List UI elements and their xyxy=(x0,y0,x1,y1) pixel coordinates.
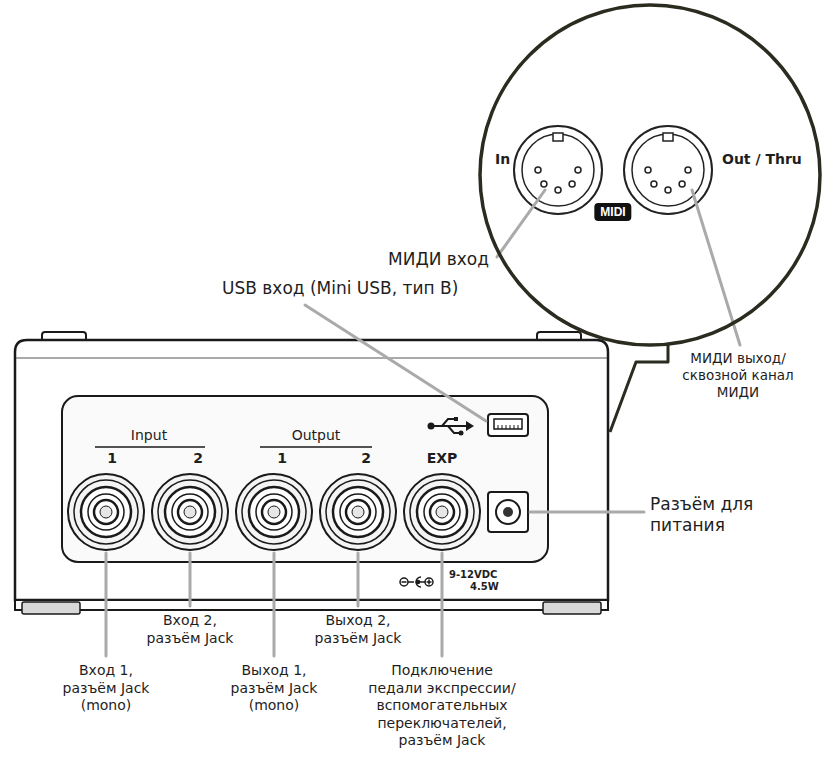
jack-socket xyxy=(152,474,228,550)
leader-line xyxy=(273,553,276,656)
leader-line xyxy=(357,553,360,606)
port-number: 2 xyxy=(193,450,203,467)
jack-socket xyxy=(236,474,312,550)
power-rating: 9-12VDC xyxy=(449,569,497,581)
callout-label: МИДИ выход/ сквозной канал МИДИ xyxy=(673,350,803,401)
din-socket xyxy=(514,126,602,214)
badge-text: MIDI xyxy=(600,205,625,219)
leader-line xyxy=(189,553,192,606)
power-socket xyxy=(488,492,528,532)
housing-base xyxy=(15,600,608,610)
group-underline xyxy=(95,446,205,448)
zoom-circle: In Out / ThruMIDI xyxy=(478,3,822,347)
callout-label: USB вход (Mini USB, тип B) xyxy=(222,278,458,299)
group-name: Input xyxy=(131,427,167,444)
group-underline xyxy=(260,446,372,448)
jack-socket xyxy=(320,474,396,550)
polarity-symbol xyxy=(400,577,433,587)
housing-body xyxy=(15,340,608,600)
port-name: In xyxy=(495,151,510,168)
midi-badge: MIDI xyxy=(594,203,631,221)
device-housing: Input 1 2 Output 1 2 EXP 9-12VDC4.5W xyxy=(15,330,610,615)
callout-label: МИДИ вход xyxy=(388,249,489,270)
port-name: Out / Thru xyxy=(722,151,802,168)
housing-edge xyxy=(16,358,607,359)
leader-line xyxy=(497,190,545,257)
usb-symbol xyxy=(428,417,475,436)
din-socket xyxy=(624,126,712,214)
group-name: Output xyxy=(292,427,341,444)
callout-label: Подключение педали экспрессии/ вспомогат… xyxy=(362,662,522,750)
callout-label: Выход 2, разъём Jack xyxy=(303,612,413,647)
leader-line xyxy=(441,553,444,656)
connector-panel xyxy=(62,396,548,562)
leader-line xyxy=(105,553,108,656)
jack-socket xyxy=(68,474,144,550)
usb-port xyxy=(488,414,528,436)
port-number: 2 xyxy=(361,450,371,467)
power-rating: 4.5W xyxy=(470,581,499,593)
callout-label: Вход 2, разъём Jack xyxy=(135,612,245,647)
housing-foot xyxy=(543,602,601,614)
jack-socket xyxy=(404,474,480,550)
callout-label: Разъём для питания xyxy=(650,494,780,537)
port-number: 1 xyxy=(277,450,287,467)
callout-label: Вход 1, разъём Jack (mono) xyxy=(51,662,161,715)
leader-lines xyxy=(106,190,740,656)
connector-line xyxy=(610,344,668,432)
callout-label: Выход 1, разъём Jack (mono) xyxy=(219,662,329,715)
port-name: EXP xyxy=(427,450,458,467)
zoom-circle-outline xyxy=(480,5,820,345)
leader-line xyxy=(530,511,644,514)
port-number: 1 xyxy=(107,450,117,467)
housing-foot xyxy=(22,602,80,614)
leader-line xyxy=(305,305,486,421)
zoom-outline xyxy=(478,3,822,347)
